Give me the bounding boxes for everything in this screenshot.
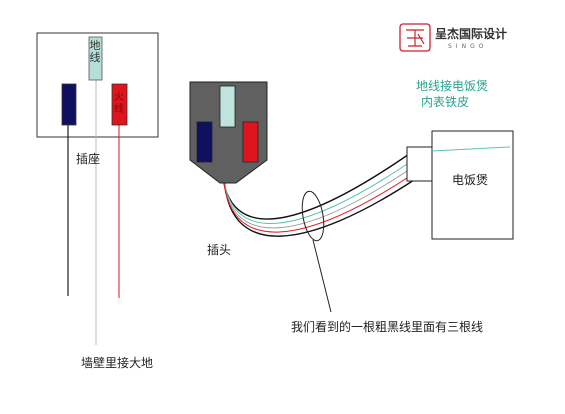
cable-live-inner (222, 169, 414, 233)
cable-outer-bottom (223, 169, 415, 237)
plug-label: 插头 (207, 243, 232, 257)
cable-earth-inner (222, 159, 414, 224)
neutral-slot (61, 83, 77, 126)
earth-slot-label: 地线 (89, 39, 101, 64)
cable-highlight-ring (301, 190, 325, 242)
cooker-earth-wire (431, 146, 511, 152)
logo-seal-glyph (406, 29, 425, 47)
cable-note: 我们看到的一根粗黑线里面有三根线 (291, 320, 484, 334)
plug-earth-pin (219, 85, 236, 128)
socket-label: 插座 (76, 152, 101, 166)
logo-latin: SINGO (448, 43, 488, 50)
wall-note: 墙壁里接大地 (81, 356, 154, 370)
cable-neutral-inner (222, 166, 414, 229)
logo-name: 呈杰国际设计 (435, 27, 508, 41)
plug-neutral-pin (196, 121, 213, 163)
cable-note-leader (312, 239, 332, 313)
earth-connect-note-line2: 内表铁皮 (421, 95, 470, 109)
live-slot (111, 83, 128, 126)
cooker-terminal-box (406, 146, 433, 182)
earth-slot (88, 36, 103, 81)
live-slot-label: 火线 (114, 92, 124, 115)
logo-seal (399, 23, 431, 52)
plug-live-pin (242, 121, 259, 163)
earth-connect-note: 地线接电饭煲 (416, 79, 489, 93)
cooker-label: 电饭煲 (452, 173, 489, 187)
